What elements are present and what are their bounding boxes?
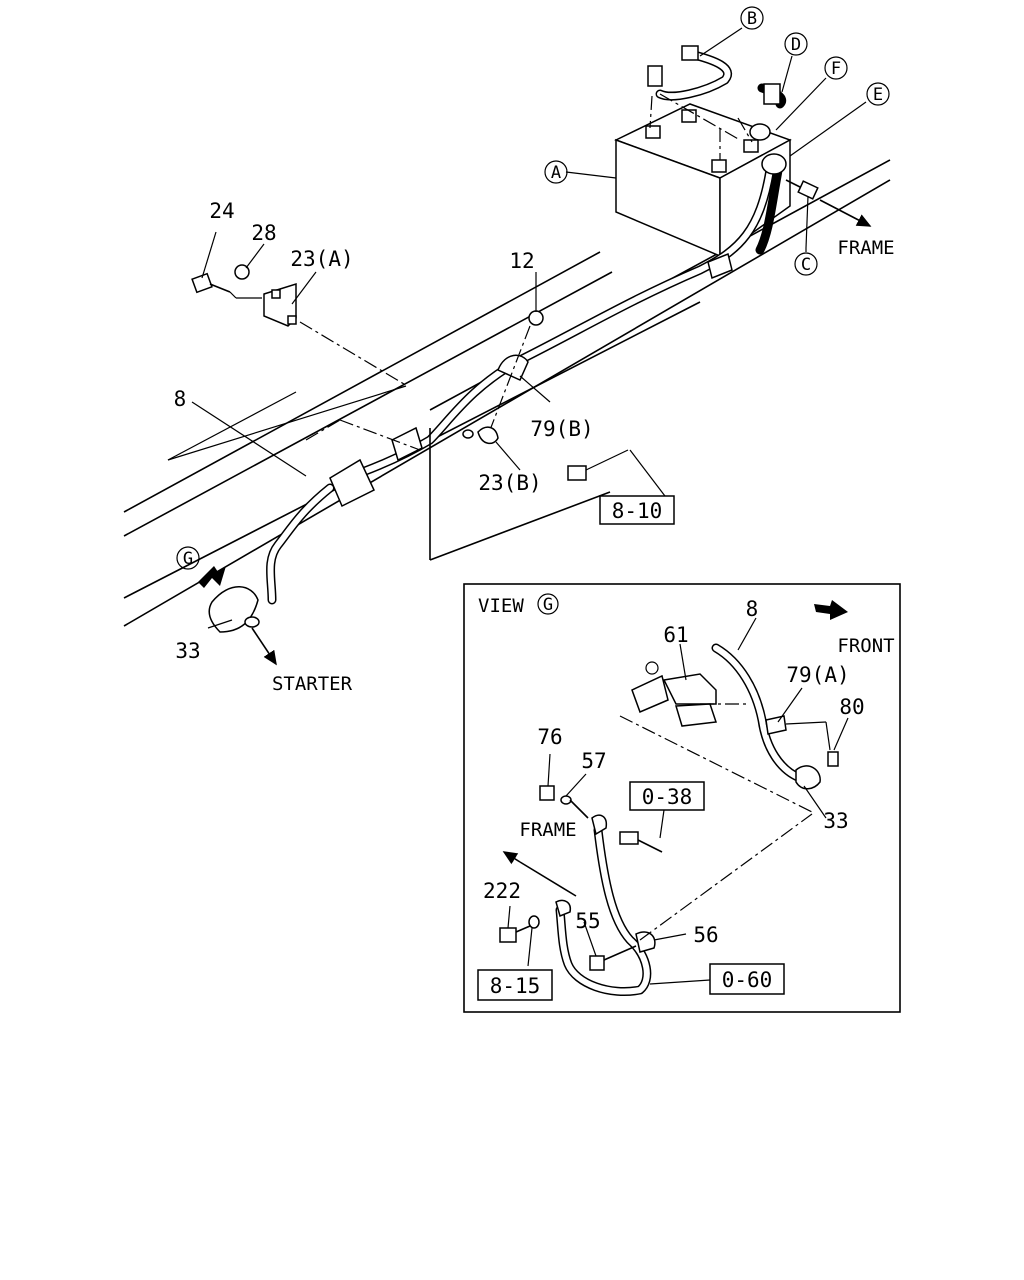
view-label-79a: 79(A) bbox=[786, 663, 849, 687]
leader-lines bbox=[191, 27, 867, 629]
svg-text:0-60: 0-60 bbox=[722, 968, 773, 992]
label-starter: STARTER bbox=[272, 673, 353, 695]
view-label-222: 222 bbox=[483, 879, 521, 903]
callout-b: B bbox=[740, 6, 764, 30]
svg-text:C: C bbox=[801, 255, 811, 275]
battery-cables bbox=[647, 45, 787, 160]
view-g-title: VIEW bbox=[478, 595, 524, 617]
view-label-frame: FRAME bbox=[519, 819, 576, 841]
label-33: 33 bbox=[175, 639, 200, 663]
svg-text:8-15: 8-15 bbox=[490, 974, 541, 998]
svg-text:D: D bbox=[791, 35, 801, 55]
label-24: 24 bbox=[209, 199, 234, 223]
svg-text:G: G bbox=[543, 595, 553, 615]
label-front: FRONT bbox=[837, 635, 894, 657]
view-label-33: 33 bbox=[823, 809, 848, 833]
label-23a: 23(A) bbox=[290, 247, 353, 271]
label-23b: 23(B) bbox=[478, 471, 541, 495]
view-label-57: 57 bbox=[581, 749, 606, 773]
svg-text:B: B bbox=[747, 9, 757, 29]
view-label-76: 76 bbox=[537, 725, 562, 749]
view-g-arrow-icon bbox=[198, 566, 226, 588]
label-8: 8 bbox=[174, 387, 187, 411]
view-label-8: 8 bbox=[746, 597, 759, 621]
svg-text:A: A bbox=[551, 163, 561, 183]
bracket-hardware bbox=[191, 264, 629, 561]
label-frame: FRAME bbox=[837, 237, 894, 259]
view-g-inset: VIEW G FRONT bbox=[463, 583, 901, 1013]
view-label-55: 55 bbox=[575, 909, 600, 933]
view-label-56: 56 bbox=[693, 923, 718, 947]
label-79b: 79(B) bbox=[530, 417, 593, 441]
frame-rails bbox=[123, 159, 891, 627]
svg-text:E: E bbox=[873, 85, 883, 105]
svg-text:0-38: 0-38 bbox=[642, 785, 693, 809]
view-label-61: 61 bbox=[663, 623, 688, 647]
svg-text:8-10: 8-10 bbox=[612, 499, 663, 523]
callout-c: C bbox=[794, 252, 818, 276]
svg-text:F: F bbox=[831, 59, 841, 79]
main-cable bbox=[208, 123, 872, 666]
svg-text:G: G bbox=[183, 549, 193, 569]
callout-d: D bbox=[784, 32, 808, 56]
ref-box-0-60[interactable]: 0-60 bbox=[709, 963, 785, 995]
callout-f: F bbox=[824, 56, 848, 80]
callout-g: G bbox=[176, 546, 200, 570]
callout-a: A bbox=[544, 160, 568, 184]
ref-box-0-38[interactable]: 0-38 bbox=[629, 781, 705, 811]
label-12: 12 bbox=[509, 249, 534, 273]
label-28: 28 bbox=[251, 221, 276, 245]
ref-box-8-10[interactable]: 8-10 bbox=[599, 495, 675, 525]
ref-box-8-15[interactable]: 8-15 bbox=[477, 969, 553, 1001]
view-label-80: 80 bbox=[839, 695, 864, 719]
front-arrow-icon bbox=[814, 600, 848, 620]
callout-e: E bbox=[866, 82, 890, 106]
